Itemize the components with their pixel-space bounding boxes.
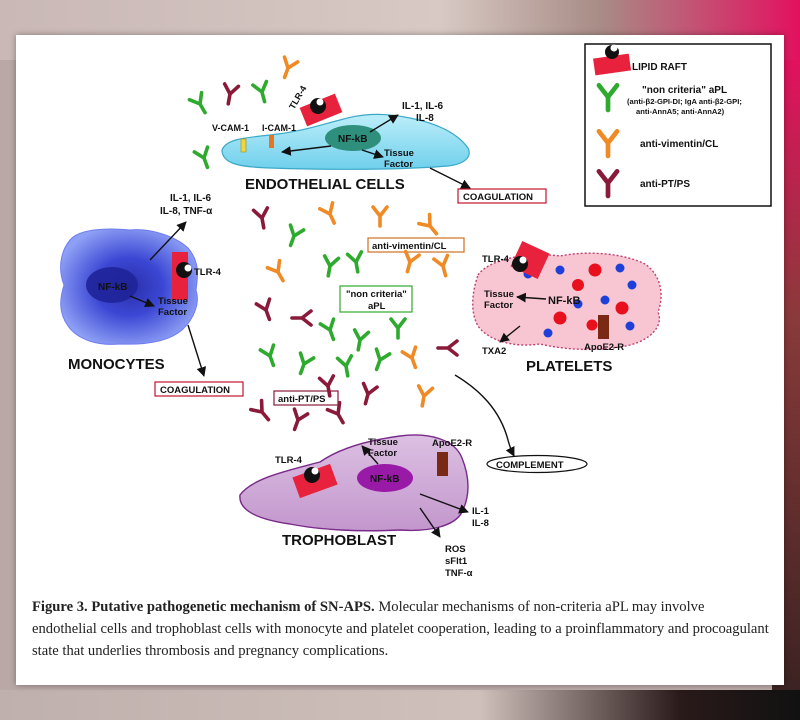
trophoblast-cell: NF-kB TLR-4 Tissue Factor ApoE2-R IL-1 I… xyxy=(239,434,490,579)
platelet-apoe-label: ApoE2-R xyxy=(584,342,624,353)
caption-text: Molecular mechanisms of non-criteria aPL… xyxy=(32,599,769,659)
trophoblast-apoe-receptor xyxy=(437,452,448,476)
trophoblast-title: TROPHOBLAST xyxy=(282,532,396,549)
monocyte-cytokines-line1: IL-1, IL-6 xyxy=(170,193,212,204)
trophoblast-il1: IL-1 xyxy=(472,506,490,517)
icam-marker xyxy=(269,135,274,148)
endothelial-cytokines-line1: IL-1, IL-6 xyxy=(402,101,444,112)
lipid-raft-icon xyxy=(593,44,632,76)
legend-label-antiptps: anti-PT/PS xyxy=(640,179,690,190)
trophoblast-tlr4-label: TLR-4 xyxy=(275,455,303,466)
platelet-tissue: Tissue xyxy=(484,289,514,300)
complement-ellipse xyxy=(486,454,588,474)
legend-label-lipid-raft: LIPID RAFT xyxy=(632,62,687,73)
vcam-marker xyxy=(240,138,247,153)
monocyte-coagulation: COAGULATION xyxy=(160,385,230,396)
legend-sub2: anti-AnnA5; anti-AnnA2) xyxy=(636,107,725,116)
trophoblast-tissue: Tissue xyxy=(368,437,398,448)
antiptps-box xyxy=(273,390,339,406)
platelet-body xyxy=(472,252,662,351)
caption-title: Putative pathogenetic mechanism of SN-AP… xyxy=(91,599,375,615)
vcam-label: V-CAM-1 xyxy=(212,123,249,133)
platelet-tlr4-label: TLR-4 xyxy=(482,254,510,265)
antivimentin-box xyxy=(367,237,465,253)
trophoblast-apoe-label: ApoE2-R xyxy=(432,438,472,449)
trophoblast-ros: ROS xyxy=(445,544,466,555)
endothelial-cells-title: ENDOTHELIAL CELLS xyxy=(245,176,405,193)
platelets-title: PLATELETS xyxy=(526,358,612,375)
trophoblast-il8: IL-8 xyxy=(472,518,489,529)
complement-label: COMPLEMENT xyxy=(496,460,564,471)
antiptps-label: anti-PT/PS xyxy=(278,394,326,405)
legend-label-antivimentin: anti-vimentin/CL xyxy=(640,139,718,150)
platelet-cell: TLR-4 NF-kB Tissue Factor TXA2 ApoE2-R P… xyxy=(472,240,662,375)
platelet-nfkb: NF-kB xyxy=(548,295,580,307)
monocyte-coagulation-box xyxy=(154,381,244,397)
endothelial-tissue: Tissue xyxy=(384,148,414,159)
monocyte-nucleus xyxy=(86,267,138,303)
monocyte-cytokines-line2: IL-8, TNF-α xyxy=(160,206,213,217)
monocyte-factor: Factor xyxy=(158,307,187,318)
trophoblast-tnf: TNF-α xyxy=(445,568,473,579)
platelet-apoe-receptor xyxy=(598,315,609,339)
monocyte-cell: NF-kB TLR-4 Tissue Factor IL-1, IL-6 IL-… xyxy=(60,193,244,397)
platelet-factor: Factor xyxy=(484,300,513,311)
pathogenesis-diagram: LIPID RAFT "non criteria" aPL (anti-β2-G… xyxy=(60,43,772,579)
noncriteria-label-line1: "non criteria" xyxy=(346,289,407,300)
monocytes-title: MONOCYTES xyxy=(68,356,165,373)
antivimentin-label: anti-vimentin/CL xyxy=(372,241,447,252)
legend-label-noncriteria: "non criteria" aPL xyxy=(642,85,727,96)
trophoblast-factor: Factor xyxy=(368,448,397,459)
endothelial-cytokines-line2: IL-8 xyxy=(416,113,434,124)
noncriteria-box xyxy=(339,285,413,313)
trophoblast-body xyxy=(239,434,469,532)
endothelial-cell: NF-kB TLR-4 V-CAM-1 I-CAM-1 IL-1, IL-6 I… xyxy=(212,84,547,204)
background-bottom xyxy=(0,690,800,720)
figure-caption: Figure 3. Putative pathogenetic mechanis… xyxy=(32,596,772,662)
legend-sub1: (anti-β2-GPI-DI; IgA anti-β2-GPI; xyxy=(627,97,742,106)
endothelial-coagulation-box xyxy=(457,188,547,204)
endothelial-factor: Factor xyxy=(384,159,413,170)
caption-figure-number: Figure 3. xyxy=(32,599,88,615)
icam-label: I-CAM-1 xyxy=(262,123,296,133)
legend: LIPID RAFT "non criteria" aPL (anti-β2-G… xyxy=(584,43,772,207)
noncriteria-label-line2: aPL xyxy=(368,301,386,312)
monocyte-nfkb: NF-kB xyxy=(98,282,127,293)
endothelial-nucleus xyxy=(325,125,381,151)
trophoblast-nfkb: NF-kB xyxy=(370,474,399,485)
monocyte-tlr4-label: TLR-4 xyxy=(194,267,222,278)
endothelial-coagulation: COAGULATION xyxy=(463,192,533,203)
trophoblast-sflt1: sFlt1 xyxy=(445,556,468,567)
trophoblast-nucleus xyxy=(357,464,413,492)
monocyte-tissue: Tissue xyxy=(158,296,188,307)
platelet-txa2: TXA2 xyxy=(482,346,506,357)
endothelial-nfkb: NF-kB xyxy=(338,134,367,145)
